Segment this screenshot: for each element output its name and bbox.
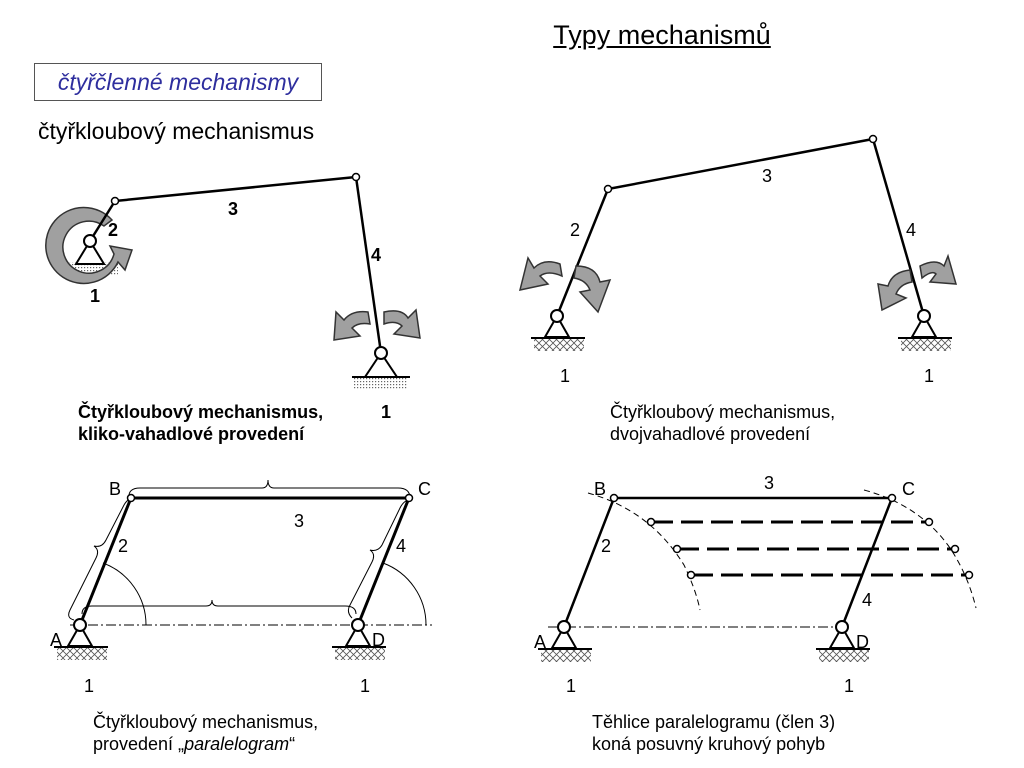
p3-caption-italic: paralelogram (184, 734, 290, 754)
p3-label-link4: 4 (396, 536, 406, 556)
p2-label-link3: 3 (762, 166, 772, 186)
p1-crank-rocker-diagram: 2 3 4 1 1 (45, 172, 421, 422)
p3-label-B: B (109, 479, 121, 499)
p1-rocker-arrow-right-icon (383, 308, 421, 339)
p2-left-arrow-a-icon (518, 256, 563, 291)
p1-rotation-arrow-icon (45, 206, 133, 285)
p3-label-A: A (50, 630, 62, 650)
p2-caption-line2: dvojvahadlové provedení (610, 424, 811, 444)
p1-caption-line1: Čtyřkloubový mechanismus, (78, 402, 324, 422)
p2-label-link4: 4 (906, 220, 916, 240)
p1-label-frame-right: 1 (381, 402, 391, 422)
p2-ground-left (534, 339, 584, 351)
p3-caption: Čtyřkloubový mechanismus, provedení „par… (93, 711, 318, 755)
p1-rocker-arrow-left-icon (333, 310, 371, 341)
p4-caption-line1: Těhlice paralelogramu (člen 3) (592, 712, 836, 732)
p4-label-link4: 4 (862, 590, 872, 610)
p2-right-arrow-b-icon (919, 253, 958, 285)
p3-caption-suffix: “ (289, 734, 296, 754)
p3-label-link3: 3 (294, 511, 304, 531)
p1-ground-right (354, 378, 408, 390)
p3-caption-line2: provedení „paralelogram“ (93, 733, 318, 755)
p2-label-frame-left: 1 (560, 366, 570, 386)
p3-label-D: D (372, 630, 385, 650)
p4-label-B: B (594, 479, 606, 499)
p3-ground-right (335, 648, 385, 660)
p2-ground-right (901, 339, 951, 351)
p3-label-C: C (418, 479, 431, 499)
p3-label-frame-left: 1 (84, 676, 94, 696)
p4-label-frame-right: 1 (844, 676, 854, 696)
p1-caption: Čtyřkloubový mechanismus, kliko-vahadlov… (78, 401, 323, 445)
p1-label-link2: 2 (108, 220, 118, 240)
p4-ground-right (819, 650, 869, 662)
p4-label-D: D (856, 632, 869, 652)
p3-ground-left (57, 648, 107, 660)
p4-label-link3: 3 (764, 473, 774, 493)
p3-label-link2: 2 (118, 536, 128, 556)
p4-translation-diagram: A B C D 2 3 4 1 1 (534, 473, 977, 696)
p1-label-link4: 4 (371, 245, 381, 265)
p4-label-frame-left: 1 (566, 676, 576, 696)
p1-label-frame-left: 1 (90, 286, 100, 306)
p4-label-link2: 2 (601, 536, 611, 556)
p2-caption: Čtyřkloubový mechanismus, dvojvahadlové … (610, 401, 835, 445)
page-title: Typy mechanismů (553, 20, 771, 50)
p2-right-arrow-a-icon (877, 269, 913, 312)
p2-caption-line1: Čtyřkloubový mechanismus, (610, 402, 836, 422)
p2-label-link2: 2 (570, 220, 580, 240)
section-heading: čtyřkloubový mechanismus (38, 118, 315, 144)
p3-caption-line1: Čtyřkloubový mechanismus, (93, 712, 319, 732)
p1-label-link3: 3 (228, 199, 238, 219)
p4-label-C: C (902, 479, 915, 499)
p2-left-arrow-b-icon (573, 265, 612, 314)
p3-label-frame-right: 1 (360, 676, 370, 696)
p2-label-frame-right: 1 (924, 366, 934, 386)
section-subtitle: čtyřčlenné mechanismy (34, 63, 322, 101)
p4-caption: Těhlice paralelogramu (člen 3) koná posu… (592, 711, 835, 755)
p4-label-A: A (534, 632, 546, 652)
p4-ground-left (541, 650, 591, 662)
p2-double-rocker-diagram: 2 3 4 1 1 (518, 134, 958, 386)
p3-caption-prefix: provedení „ (93, 734, 185, 754)
p4-caption-line2: koná posuvný kruhový pohyb (592, 734, 826, 754)
p1-caption-line2: kliko-vahadlové provedení (78, 424, 305, 444)
p3-parallelogram-diagram: A B C D 2 3 4 1 1 (50, 479, 432, 696)
